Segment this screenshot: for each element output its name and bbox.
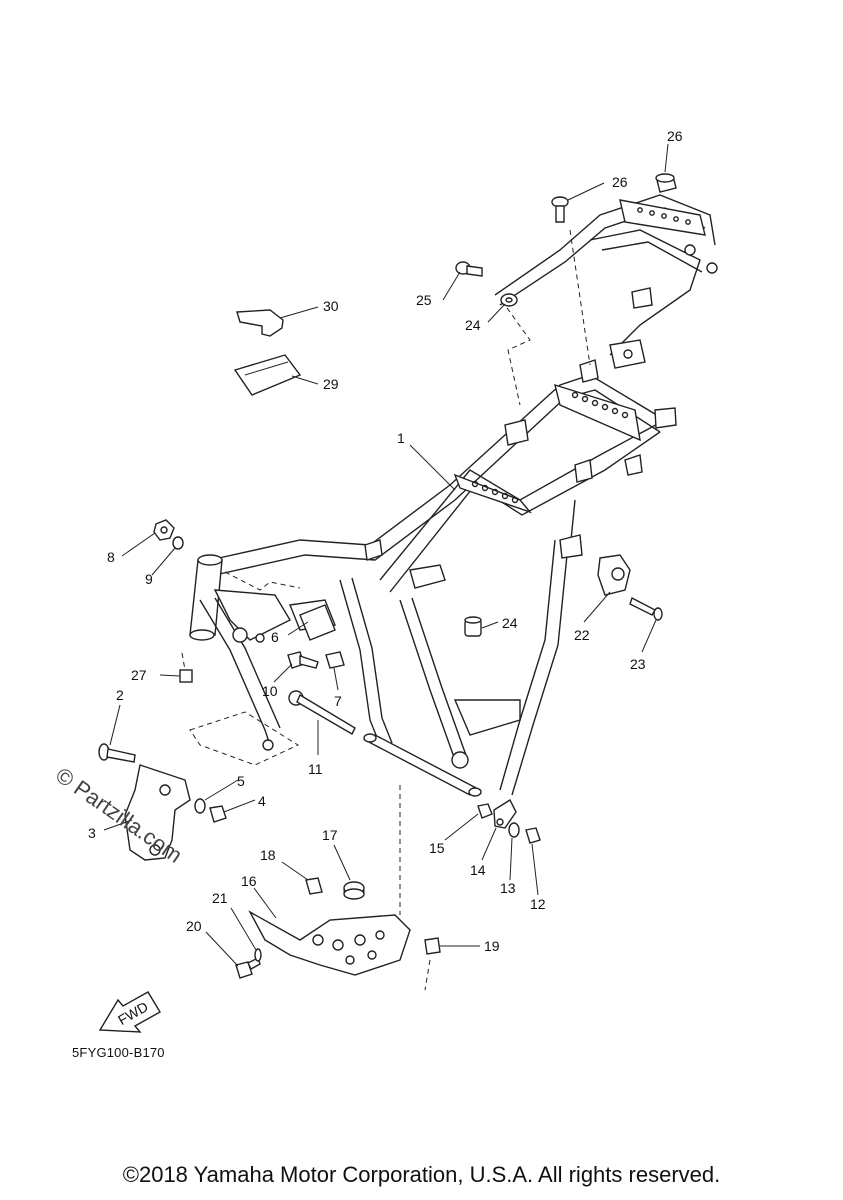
part-2-bolt <box>98 743 136 763</box>
callout-13: 13 <box>500 880 516 896</box>
part-21-washer <box>254 948 262 962</box>
part-26-bolt-upper <box>551 196 569 223</box>
part-25-collar <box>500 293 518 307</box>
part-3-bracket <box>124 764 191 861</box>
part-15-nut <box>477 803 493 819</box>
part-4-nut <box>209 805 227 823</box>
callout-1: 1 <box>397 430 405 446</box>
callout-7: 7 <box>334 693 342 709</box>
callout-23: 23 <box>630 656 646 672</box>
part-11-long-bolt <box>288 690 356 735</box>
copyright-notice: ©2018 Yamaha Motor Corporation, U.S.A. A… <box>122 1162 721 1187</box>
callout-15: 15 <box>429 840 445 856</box>
part-28-plug <box>179 669 193 683</box>
callout-27: 26 <box>667 128 683 144</box>
part-30-clip <box>236 309 284 337</box>
callout-labels: 26 26 25 24 30 29 1 8 9 22 23 24 6 10 7 … <box>88 128 683 954</box>
callout-14: 14 <box>470 862 486 878</box>
part-29-pad <box>233 354 302 396</box>
part-23-bolt <box>629 596 663 621</box>
callout-18: 18 <box>260 847 276 863</box>
leader-lines <box>103 143 669 967</box>
callout-19: 19 <box>484 938 500 954</box>
rear-subframe <box>494 194 718 383</box>
callout-26-left: 25 <box>416 292 432 308</box>
part-9-washer <box>172 536 184 550</box>
callout-8: 8 <box>107 549 115 565</box>
callout-25: 24 <box>465 317 481 333</box>
callout-29: 29 <box>323 376 339 392</box>
part-16-skid-plate <box>248 910 411 976</box>
callout-22: 22 <box>574 627 590 643</box>
callout-5: 5 <box>237 773 245 789</box>
callout-30: 30 <box>323 298 339 314</box>
part-7-bolt <box>325 651 345 669</box>
callout-10: 10 <box>262 683 278 699</box>
part-17-cap <box>343 881 365 900</box>
assembly-lines <box>181 229 591 991</box>
callout-2: 2 <box>116 687 124 703</box>
callout-28: 27 <box>131 667 147 683</box>
callout-16: 16 <box>241 873 257 889</box>
part-19-collar <box>424 937 441 955</box>
part-6-bracket <box>299 604 336 641</box>
callout-9: 9 <box>145 571 153 587</box>
callout-26-upper: 26 <box>612 174 628 190</box>
callout-4: 4 <box>258 793 266 809</box>
part-12-nut <box>525 827 541 844</box>
part-10-bolt <box>287 651 319 669</box>
diagram-code: 5FYG100-B170 <box>72 1045 165 1060</box>
callout-3: 3 <box>88 825 96 841</box>
callout-21: 21 <box>212 890 228 906</box>
part-13-washer <box>508 822 520 838</box>
callout-11: 11 <box>308 761 323 777</box>
part-22-bracket <box>597 554 631 596</box>
callout-12: 12 <box>530 896 546 912</box>
part-8-nut <box>153 519 175 541</box>
callout-24: 24 <box>502 615 518 631</box>
part-26-bolt-left <box>455 261 483 277</box>
fwd-arrow-icon: FWD <box>98 991 161 1033</box>
part-18-bolt <box>305 877 323 895</box>
part-14-plate <box>493 798 517 829</box>
part-5-washer <box>194 798 206 814</box>
callout-6: 6 <box>271 629 279 645</box>
part-24-rubber <box>464 616 482 637</box>
main-frame <box>189 374 677 797</box>
callout-17: 17 <box>322 827 338 843</box>
part-27-cap <box>655 173 677 193</box>
callout-20: 20 <box>186 918 202 934</box>
